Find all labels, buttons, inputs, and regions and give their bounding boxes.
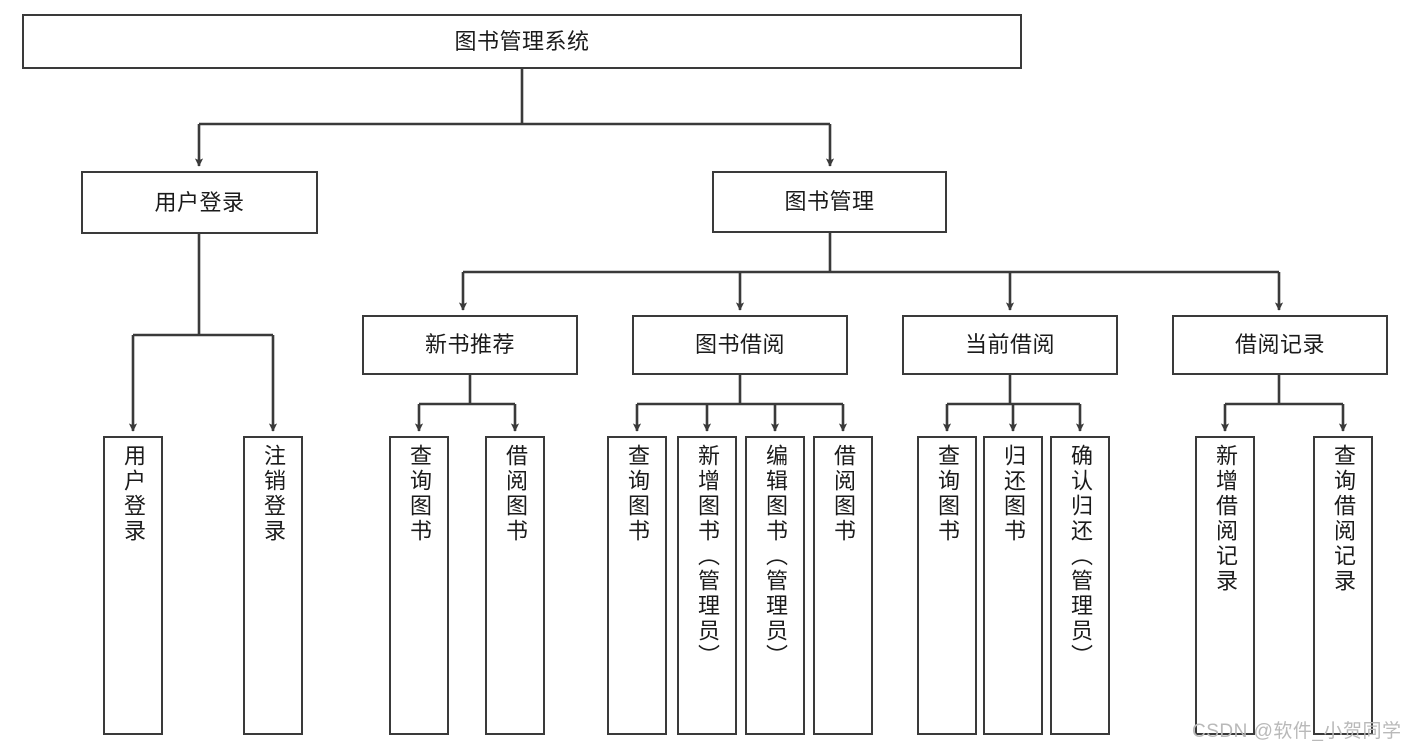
leaf-new-book-borrow[interactable]: 借阅图书: [485, 436, 545, 735]
node-label: 查询图书: [934, 444, 960, 544]
node-label: 新增借阅记录: [1212, 444, 1238, 594]
node-label: 查询借阅记录: [1330, 444, 1356, 594]
node-label: 新书推荐: [424, 332, 515, 358]
node-label: 查询图书: [406, 444, 432, 544]
node-label: 注销登录: [260, 444, 286, 544]
node-user-login[interactable]: 用户登录: [81, 171, 318, 234]
watermark-text: CSDN @软件_小贺同学: [1192, 721, 1402, 742]
node-label: 新增图书（管理员）: [694, 444, 720, 669]
leaf-current-borrow-return[interactable]: 归还图书: [983, 436, 1043, 735]
leaf-book-borrow-edit[interactable]: 编辑图书（管理员）: [745, 436, 805, 735]
node-label: 图书借阅: [694, 332, 785, 358]
leaf-book-borrow-lend[interactable]: 借阅图书: [813, 436, 873, 735]
node-borrow-record[interactable]: 借阅记录: [1172, 315, 1388, 375]
node-label: 归还图书: [1000, 444, 1026, 544]
node-label: 图书管理: [784, 189, 875, 215]
node-label: 当前借阅: [964, 332, 1055, 358]
node-new-book-recommend[interactable]: 新书推荐: [362, 315, 578, 375]
node-label: 借阅记录: [1234, 332, 1325, 358]
node-current-borrow[interactable]: 当前借阅: [902, 315, 1118, 375]
leaf-current-borrow-query[interactable]: 查询图书: [917, 436, 977, 735]
node-label: 编辑图书（管理员）: [762, 444, 788, 669]
node-book-borrow[interactable]: 图书借阅: [632, 315, 848, 375]
node-label: 确认归还（管理员）: [1067, 444, 1093, 669]
node-label: 借阅图书: [830, 444, 856, 544]
leaf-user-login-signout[interactable]: 注销登录: [243, 436, 303, 735]
node-label: 查询图书: [624, 444, 650, 544]
node-book-management[interactable]: 图书管理: [712, 171, 947, 233]
node-label: 用户登录: [120, 444, 146, 544]
leaf-borrow-record-add[interactable]: 新增借阅记录: [1195, 436, 1255, 735]
node-label: 借阅图书: [502, 444, 528, 544]
node-root-system[interactable]: 图书管理系统: [22, 14, 1022, 69]
leaf-borrow-record-query[interactable]: 查询借阅记录: [1313, 436, 1373, 735]
leaf-book-borrow-add[interactable]: 新增图书（管理员）: [677, 436, 737, 735]
leaf-current-borrow-confirm[interactable]: 确认归还（管理员）: [1050, 436, 1110, 735]
leaf-book-borrow-query[interactable]: 查询图书: [607, 436, 667, 735]
node-label: 用户登录: [154, 189, 245, 215]
leaf-user-login-signin[interactable]: 用户登录: [103, 436, 163, 735]
leaf-new-book-query[interactable]: 查询图书: [389, 436, 449, 735]
node-label: 图书管理系统: [454, 28, 590, 54]
